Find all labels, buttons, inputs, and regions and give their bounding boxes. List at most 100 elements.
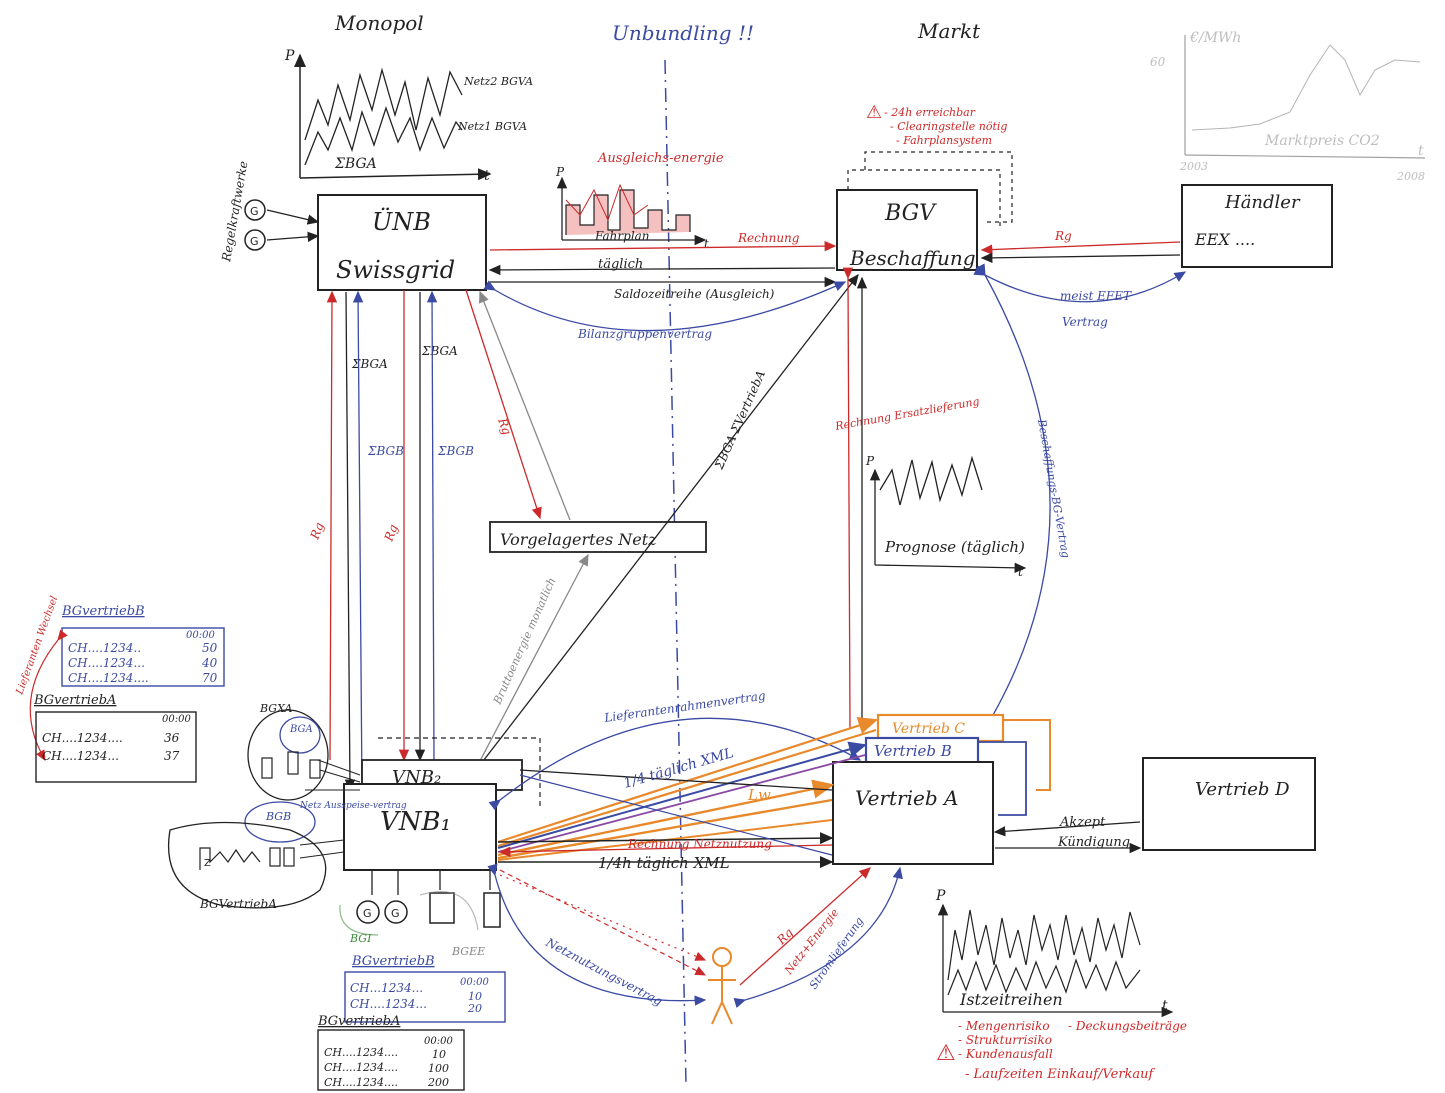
haendler-node[interactable]: Händler EEX .... <box>1181 184 1333 268</box>
vorgelagertes-netz-node[interactable]: Vorgelagertes Netz <box>489 521 707 553</box>
vertrieb-a-node[interactable]: Vertrieb A <box>832 761 994 865</box>
cluster-label: BGB <box>265 810 291 823</box>
label-rg-left-2: Rg <box>381 522 400 544</box>
markt-y-tick: 60 <box>1150 55 1166 69</box>
label-brutto: Bruttoenergie monatlich <box>490 576 558 708</box>
table-cell: 36 <box>164 731 180 745</box>
table-bg-vertrieb-b-top: BGvertriebB 00:00 CH....1234.. 50 CH....… <box>61 604 225 687</box>
label-meist-efet: meist EFET <box>1060 289 1132 303</box>
table-title: BGvertriebB <box>61 604 145 619</box>
risk-warning-icon: ⚠ <box>936 1041 956 1066</box>
table-cell: CH....1234... <box>68 656 145 670</box>
bgv-req-line: - Fahrplansystem <box>896 134 992 147</box>
monopol-axis-t: t <box>484 168 490 184</box>
table-cell: 40 <box>201 656 218 670</box>
cluster-bgb: BGB Netz Ausspeise-vertrag <box>244 801 407 843</box>
monopol-chart: P t Netz2 BGVA Netz1 BGVA ΣBGA <box>284 48 533 184</box>
monopol-axis-p: P <box>284 48 295 64</box>
bgv-warning-icon: ⚠ <box>866 102 882 123</box>
vnb2-label: VNB₂ <box>392 767 441 788</box>
generator-icon <box>384 900 408 924</box>
markt-axis-t: t <box>1418 143 1424 159</box>
unbundling-divider <box>664 59 687 1086</box>
table-cell: CH....1234.... <box>68 671 149 685</box>
table-cell: CH....1234.... <box>42 731 123 745</box>
edge-efet-vertrag <box>973 265 1187 303</box>
bgee-label: BGEE <box>451 945 485 958</box>
edge-rg-haendler <box>980 241 1181 255</box>
edge-sum-bgb-1 <box>352 290 364 791</box>
consumer-icon <box>483 892 501 928</box>
generator-symbol: G <box>391 907 400 920</box>
table-cell: 50 <box>202 641 218 655</box>
fahrplan-axis-t: t <box>704 237 709 251</box>
risk-list: - Mengenrisiko - Strukturrisiko - Kunden… <box>958 1019 1056 1061</box>
monopol-label-mid: Netz1 BGVA <box>457 120 527 133</box>
z-symbol: Z <box>204 858 211 869</box>
label-ebga-diag: ΣBGA ΣVertriebA <box>712 368 769 472</box>
cluster-label: BGA <box>289 724 313 735</box>
vertrieb-b-node[interactable]: Vertrieb B <box>864 736 1027 816</box>
uenb-node[interactable]: ÜNB Swissgrid <box>317 194 487 291</box>
vertrieb-d-node[interactable]: Vertrieb D <box>1142 757 1316 851</box>
cluster-connector-lines <box>299 759 361 859</box>
edge-lieferanten-wechsel <box>29 629 68 762</box>
label-akzept: Akzept <box>1059 815 1106 830</box>
table-cell: CH....1234... <box>42 749 119 763</box>
generator-icon <box>244 199 266 221</box>
bgv-subtitle: Beschaffung <box>849 246 976 270</box>
risk-line: - Kundenausfall <box>958 1047 1053 1061</box>
istzeit-chart: P t Istzeitreihen <box>935 888 1174 1018</box>
bgv-node[interactable]: BGV Beschaffung <box>836 151 1013 271</box>
edge-bilanzgruppenvertrag <box>483 280 847 332</box>
label-taeglich: täglich <box>598 257 643 272</box>
table-cell: CH....1234.... <box>324 1061 398 1074</box>
label-bilanzgruppenvertrag: Bilanzgruppenvertrag <box>577 327 712 341</box>
haendler-title: Händler <box>1224 192 1301 213</box>
cluster-bg-vertrieb-a: BGVertriebA Z <box>168 821 327 911</box>
vnb1-label: VNB₁ <box>380 807 451 837</box>
label-rg-left-1: Rg <box>307 520 326 542</box>
table-cell: 37 <box>164 749 180 763</box>
edge-rg-left-1 <box>326 290 338 761</box>
label-vertrag: Vertrag <box>1062 315 1108 329</box>
edge-haendler-bgv <box>980 252 1181 264</box>
heading-monopol: Monopol <box>334 11 424 35</box>
label-rechnung-ersatz: Rechnung Ersatzlieferung <box>833 395 980 433</box>
edge-stromlieferungsvertrag <box>733 866 903 1008</box>
edge-sum-bga-1 <box>344 291 356 792</box>
generator-symbol: G <box>250 205 259 218</box>
label-sum-bga-2: ΣBGA <box>421 344 458 358</box>
haendler-subtitle: EEX .... <box>1194 230 1255 249</box>
edge-lieferantenrahmenvertrag <box>488 717 862 811</box>
vnb1-node[interactable]: VNB₁ <box>343 783 497 871</box>
bgv-requirements: - 24h erreichbar - Clearingstelle nötig … <box>884 106 1011 147</box>
bgi-label: BGI <box>349 932 372 945</box>
vertrieb-c-node[interactable]: Vertrieb C <box>876 713 1051 791</box>
istzeit-axis-t: t <box>1162 998 1168 1014</box>
meter-icon <box>429 892 455 924</box>
markt-x-end: 2008 <box>1396 170 1425 183</box>
table-time: 00:00 <box>424 1036 453 1047</box>
markt-caption: Marktpreis CO2 <box>1264 133 1380 149</box>
regelkraftwerke: Regelkraftwerke G G <box>219 160 320 264</box>
label-saldo: Saldozeitreihe (Ausgleich) <box>614 287 775 301</box>
fahrplan-axis-p: P <box>555 165 565 179</box>
risk-line: - Strukturrisiko <box>958 1033 1052 1047</box>
vnb-vertrieb-fan <box>497 717 879 868</box>
label-sum-bga-1: ΣBGA <box>351 357 388 371</box>
table-cell: 10 <box>432 1048 446 1061</box>
table-cell: 100 <box>428 1062 449 1075</box>
uenb-title: ÜNB <box>372 207 431 236</box>
table-cell: CH...1234... <box>350 981 423 995</box>
edge-netznutzungsvertrag <box>487 863 707 1006</box>
bgv-req-line: - Clearingstelle nötig <box>890 120 1007 133</box>
prognose-chart: P t Prognose (täglich) <box>865 454 1027 579</box>
prognose-caption: Prognose (täglich) <box>884 538 1025 556</box>
cluster-label: BGXA <box>259 702 293 715</box>
monopol-label-bottom: ΣBGA <box>334 156 377 172</box>
vertrieb-a-label: Vertrieb A <box>855 786 958 810</box>
table-time: 00:00 <box>186 630 215 641</box>
table-bg-vertrieb-b-bottom: BGvertriebB 00:00 CH...1234... 10 CH....… <box>344 954 506 1023</box>
edge-akzept <box>993 821 1141 837</box>
